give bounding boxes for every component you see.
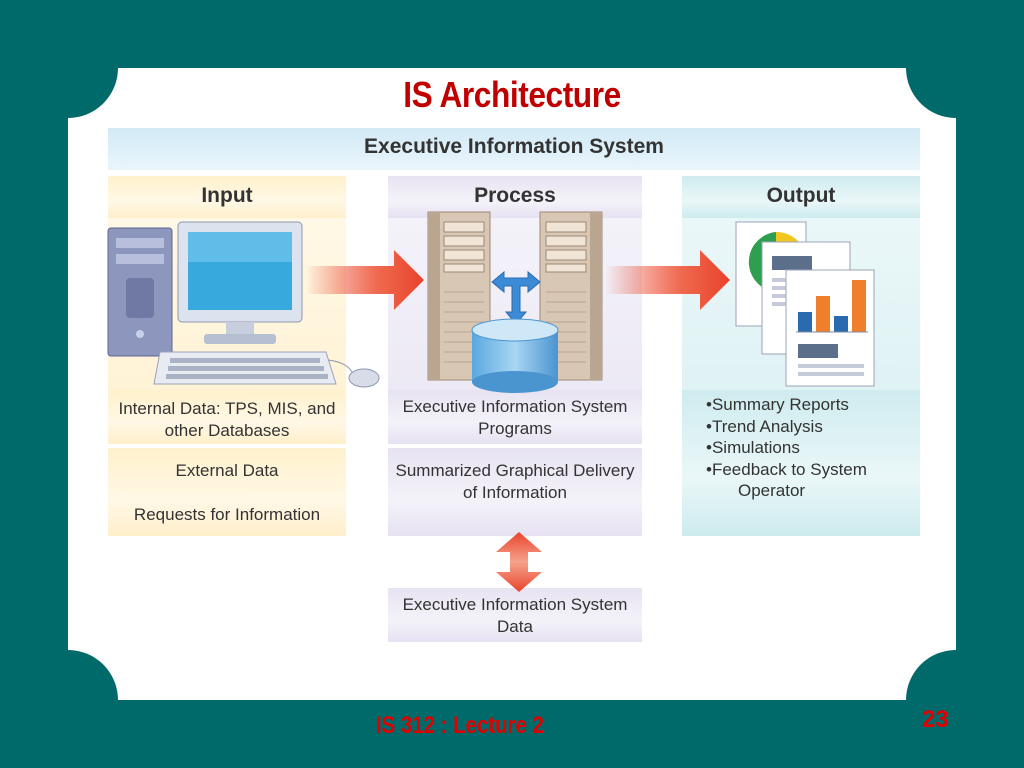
right-arrow-icon bbox=[306, 250, 424, 310]
input-external-panel: External Data Requests for Information bbox=[108, 448, 346, 536]
report-document-icon bbox=[735, 221, 875, 387]
output-item-operator: Operator bbox=[738, 481, 806, 500]
database-cylinder-icon bbox=[471, 318, 559, 393]
process-delivery: Summarized Graphical Delivery of Informa… bbox=[395, 461, 635, 502]
input-heading: Input bbox=[108, 176, 346, 218]
slide-number: 23 bbox=[922, 706, 949, 733]
output-item-trend-analysis: •Trend Analysis bbox=[706, 416, 823, 436]
desktop-computer-icon bbox=[107, 221, 380, 388]
output-heading: Output bbox=[682, 176, 920, 218]
right-arrow-icon-2 bbox=[606, 250, 730, 310]
corner-notch-bottom-left bbox=[18, 650, 118, 750]
output-list-panel: •Summary Reports •Trend Analysis •Simula… bbox=[682, 390, 920, 536]
input-requests: Requests for Information bbox=[133, 505, 321, 524]
process-delivery-panel: Summarized Graphical Delivery of Informa… bbox=[388, 448, 642, 536]
output-item-feedback: •Feedback to System bbox=[706, 459, 867, 479]
output-item-summary-reports: •Summary Reports bbox=[706, 395, 849, 414]
process-programs-panel: Executive Information System Programs bbox=[388, 390, 642, 444]
input-internal-data: Internal Data: TPS, MIS, and other Datab… bbox=[118, 399, 336, 440]
process-heading: Process bbox=[388, 176, 642, 218]
output-item-simulations: •Simulations bbox=[706, 438, 800, 457]
input-internal-data-panel: Internal Data: TPS, MIS, and other Datab… bbox=[108, 390, 346, 444]
process-data: Executive Information System Data bbox=[402, 595, 628, 636]
diagram-title: Executive Information System bbox=[108, 128, 920, 170]
process-data-panel: Executive Information System Data bbox=[388, 588, 642, 642]
slide-title: IS Architecture bbox=[403, 74, 621, 115]
input-external-data: External Data bbox=[175, 461, 279, 480]
process-programs: Executive Information System Programs bbox=[402, 397, 628, 438]
corner-notch-bottom-right bbox=[906, 650, 1006, 750]
slide-footer: IS 312 : Lecture 2 bbox=[376, 712, 544, 739]
eis-diagram: Executive Information System Input Inter… bbox=[108, 128, 920, 648]
corner-notch-top-right bbox=[906, 18, 1006, 118]
corner-notch-top-left bbox=[18, 18, 118, 118]
vertical-double-arrow-icon bbox=[496, 532, 542, 592]
